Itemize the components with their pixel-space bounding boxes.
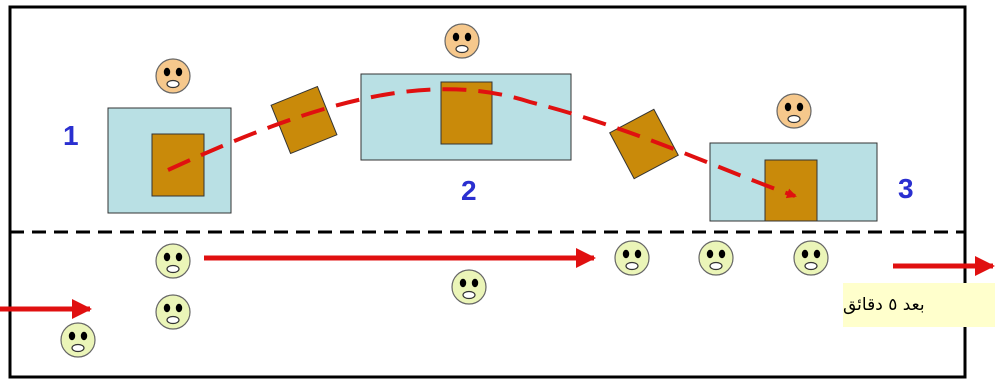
waiting-customer-face-icon — [698, 240, 734, 276]
station-label-2: 2 — [461, 175, 477, 206]
part-station-3 — [764, 159, 818, 222]
waiting-customer-face-icon — [60, 322, 96, 358]
worker-face-icon — [155, 58, 191, 94]
part-in-transit-1 — [270, 85, 338, 155]
station-label-1: 1 — [63, 120, 79, 151]
waiting-customer-face-icon — [451, 269, 487, 305]
worker-face-icon — [444, 23, 480, 59]
outer-frame — [8, 5, 967, 379]
waiting-customer-face-icon — [155, 294, 191, 330]
waiting-customer-face-icon — [614, 240, 650, 276]
worker-face-icon — [776, 93, 812, 129]
part-in-transit-2 — [609, 108, 679, 180]
waiting-customer-face-icon — [155, 243, 191, 279]
waiting-customer-face-icon — [793, 240, 829, 276]
station-label-3: 3 — [898, 173, 914, 204]
flow-arrow — [167, 87, 797, 199]
after-5-minutes-note: بعد ٥ دقائق — [843, 283, 995, 327]
note-text: بعد ٥ دقائق — [843, 295, 925, 315]
